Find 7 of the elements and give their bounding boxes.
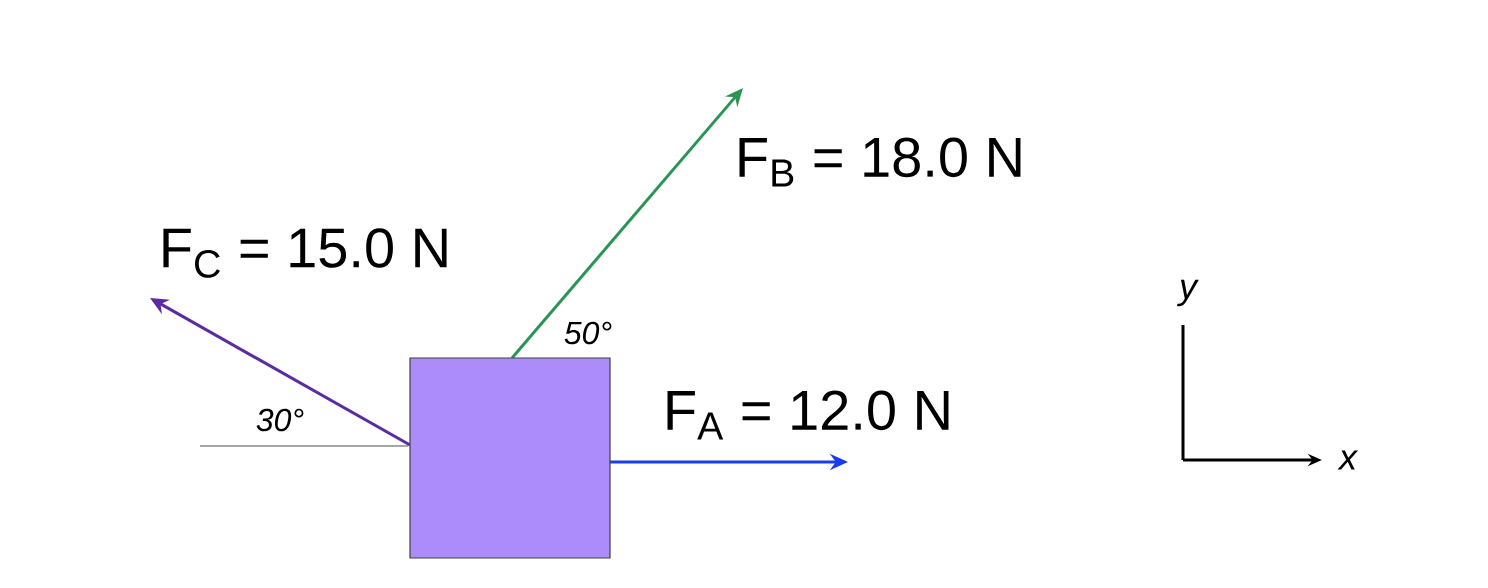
block <box>409 357 611 559</box>
axis-label: x <box>1337 450 1359 470</box>
force-label: F$_{A}$ = 12.0 N <box>667 390 949 440</box>
axis-label: y <box>1176 279 1199 307</box>
force-label: F$_{B}$ = 18.0 N <box>739 137 1021 187</box>
force-label: F$_{C}$ = 15.0 N <box>163 228 447 278</box>
angle-label: 30° <box>256 408 304 432</box>
